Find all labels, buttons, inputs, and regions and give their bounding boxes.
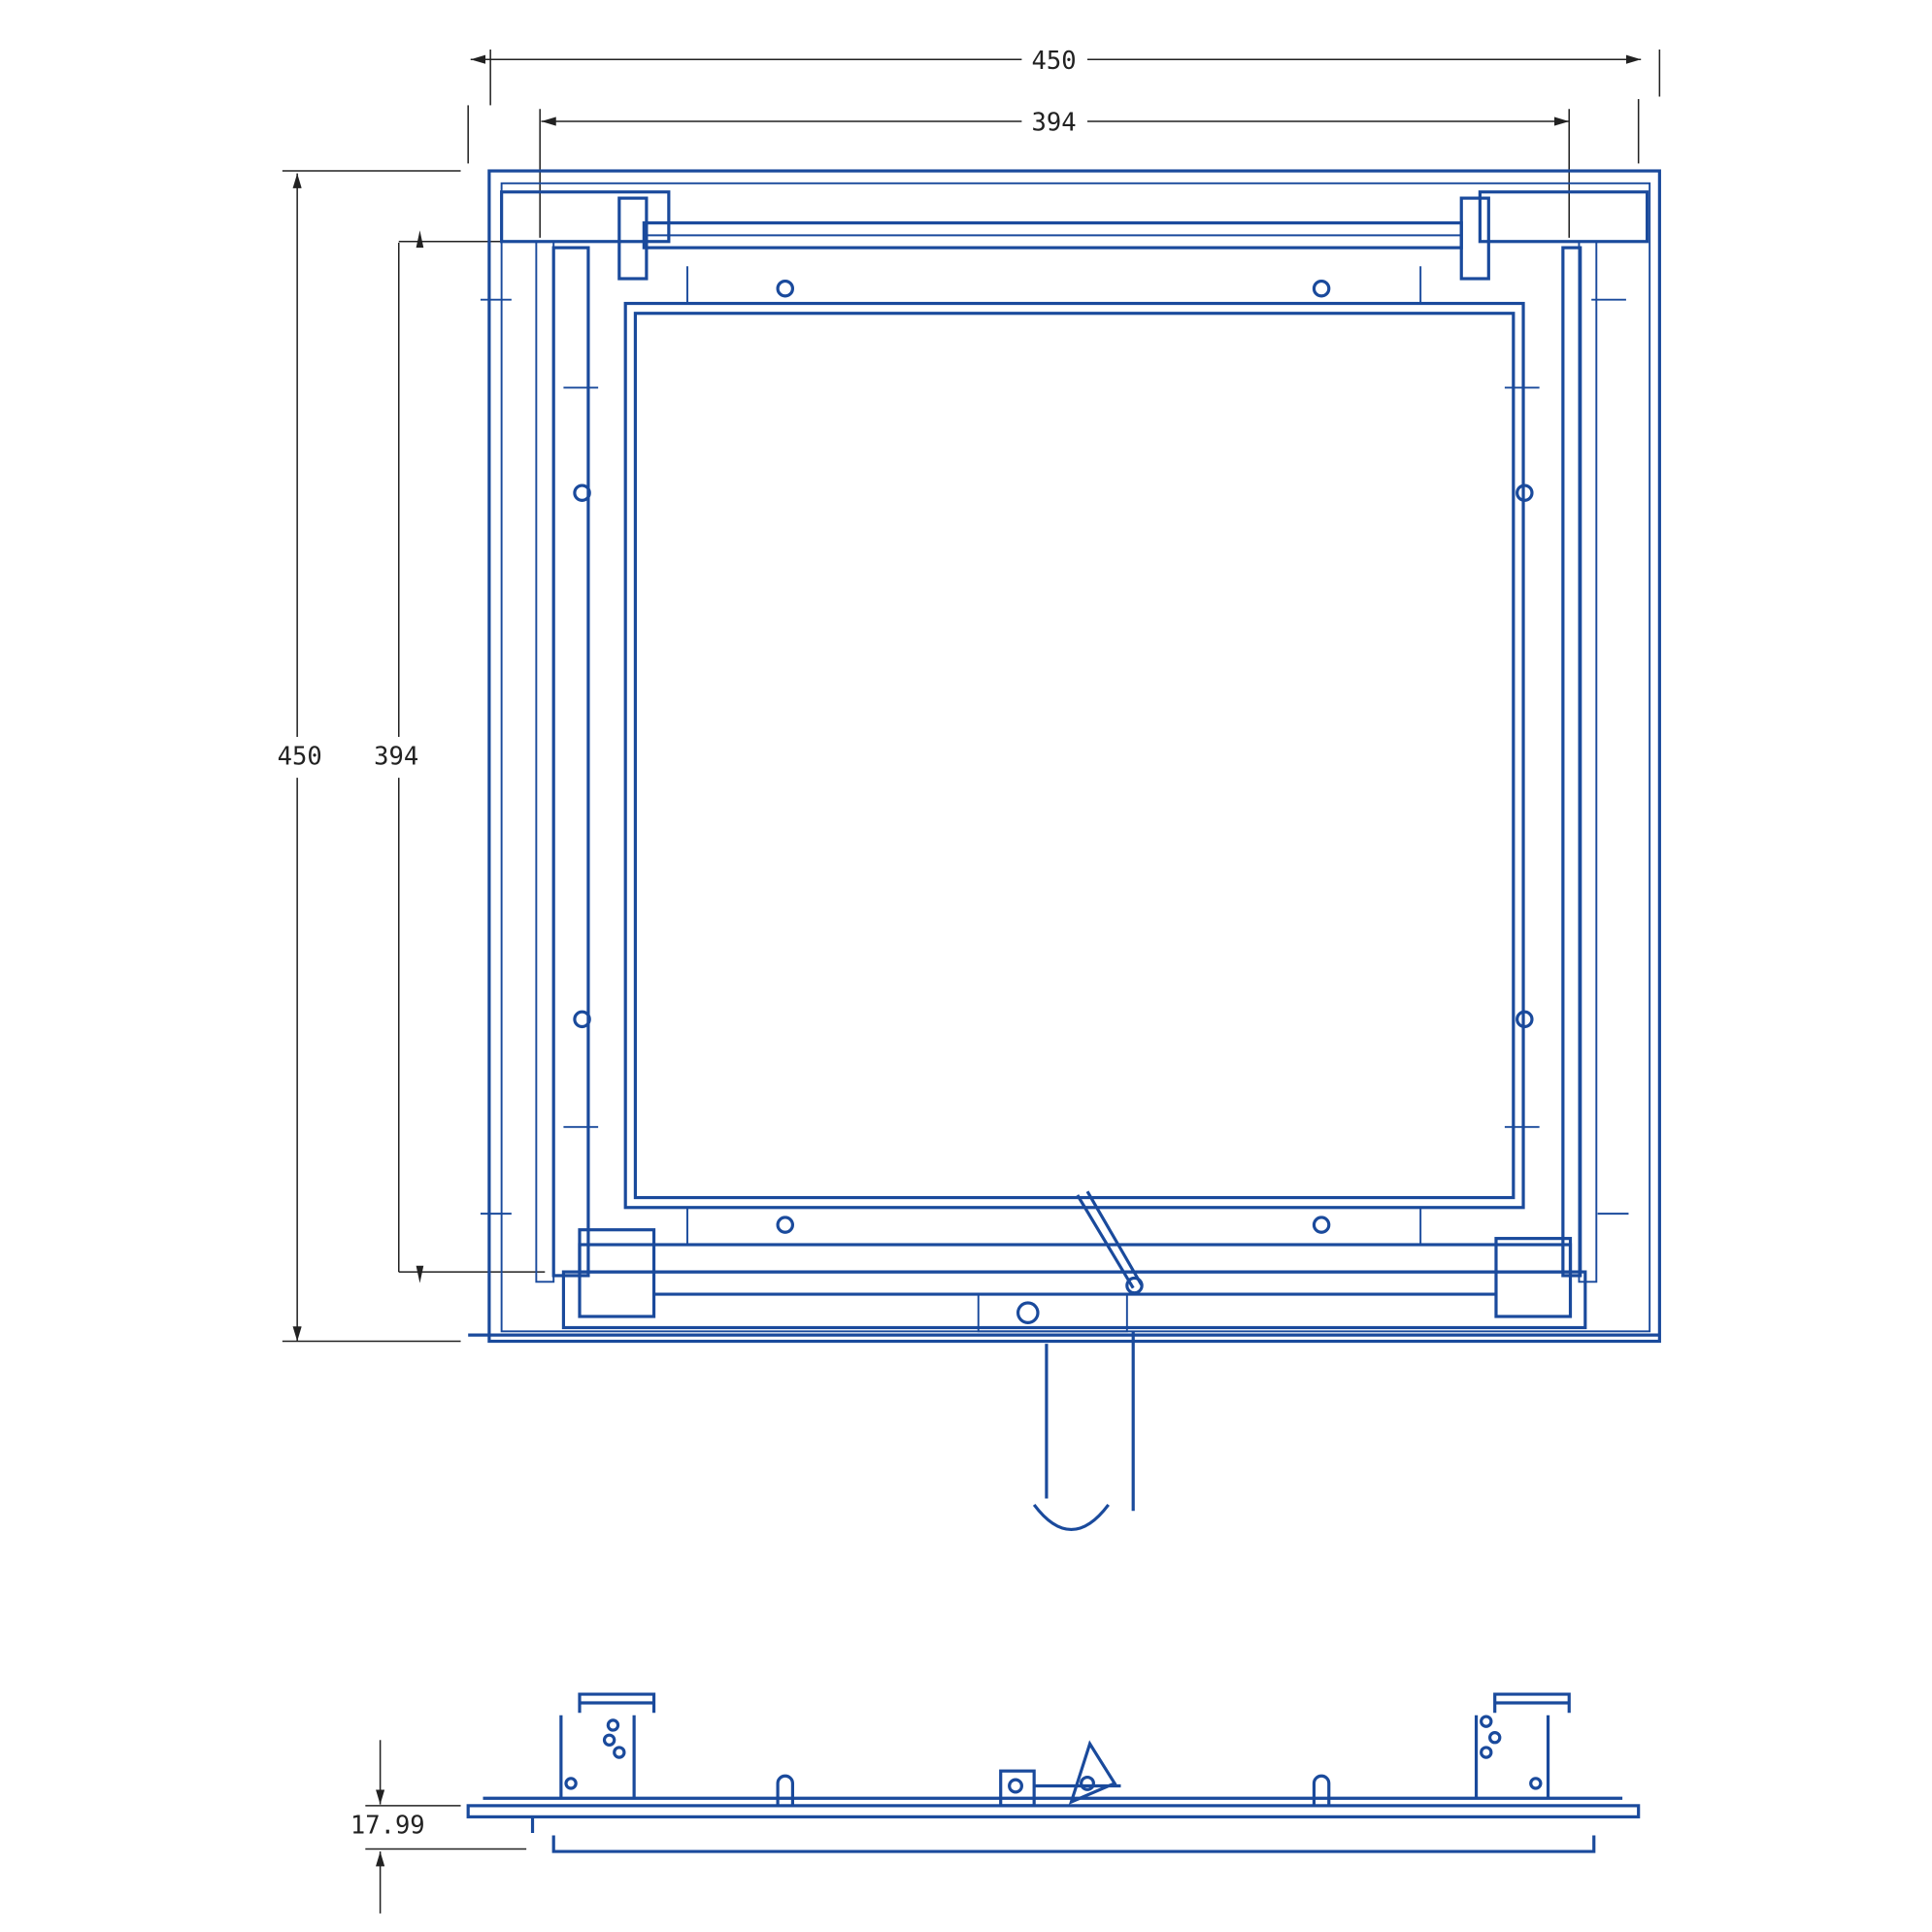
dimension-label: 450 (1032, 47, 1077, 76)
dimension-label: 394 (1032, 109, 1077, 138)
dimension-label: 394 (374, 743, 418, 772)
dimension-label: 17.99 (350, 1812, 425, 1841)
screw-holes (573, 279, 1534, 1234)
top-view (468, 169, 1661, 1531)
dimension-side-depth: 17.99 (350, 1740, 527, 1914)
dimension-top-inner: 394 (539, 109, 1571, 238)
dimension-left-outer: 450 (278, 170, 461, 1343)
dimension-left-inner: 394 (374, 230, 583, 1283)
dimension-label: 450 (278, 743, 322, 772)
dimension-top-outer: 450 (467, 47, 1661, 164)
side-view (466, 1692, 1641, 1853)
